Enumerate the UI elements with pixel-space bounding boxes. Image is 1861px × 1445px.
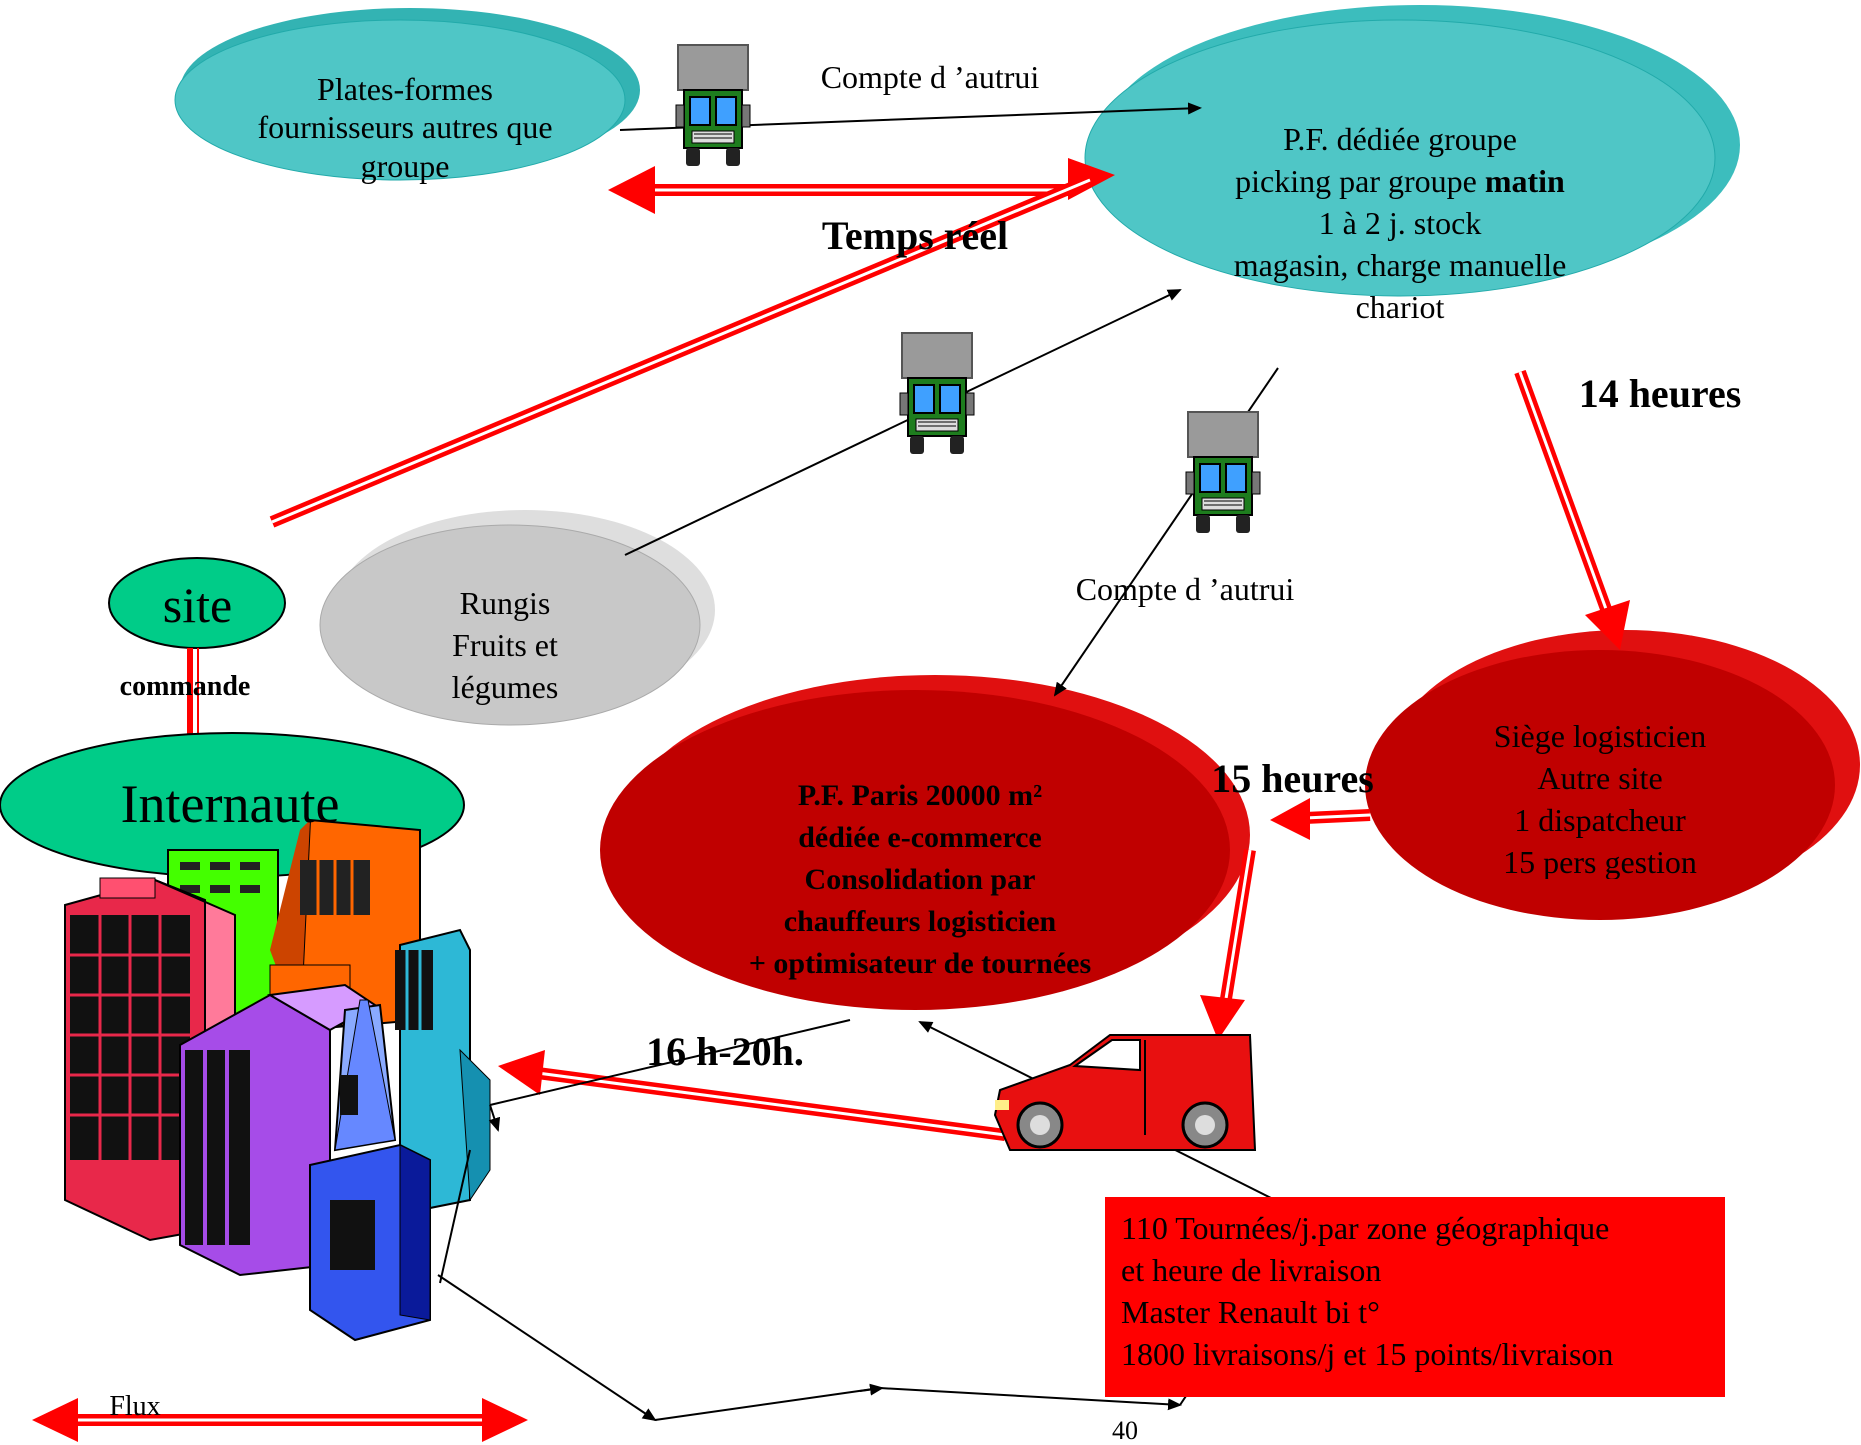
rungis-label: Rungis Fruits et légumes <box>451 585 559 705</box>
internaute-label: Internaute <box>120 774 340 834</box>
delivery-line-2: et heure de livraison <box>1121 1252 1382 1288</box>
green-truck-icon-top <box>675 44 751 167</box>
flux-label: Flux <box>109 1391 161 1422</box>
group-platform-line-1: P.F. dédiée groupe <box>1283 121 1517 157</box>
seize-vingt-label: 16 h-20h. <box>646 1029 804 1074</box>
group-platform-line-5: chariot <box>1355 289 1445 325</box>
supplier-platforms-label: Plates-formes fournisseurs autres que gr… <box>257 71 553 184</box>
compte-autrui-mid-label: Compte d ’autrui <box>1075 571 1295 607</box>
site-label: site <box>162 577 233 633</box>
siege-node <box>1365 630 1860 920</box>
group-platform-line-4: magasin, charge manuelle <box>1233 247 1567 283</box>
compte-autrui-top-label: Compte d ’autrui <box>820 59 1040 95</box>
green-truck-icon-right <box>1185 411 1261 534</box>
page-number: 40 <box>1112 1416 1138 1445</box>
quinze-heures-label: 15 heures <box>1211 756 1374 801</box>
group-platform-label: P.F. dédiée groupe picking par groupe ma… <box>1180 118 1620 328</box>
delivery-line-3: Master Renault bi t° <box>1121 1294 1380 1330</box>
delivery-info-box: 110 Tournées/j.par zone géographique et … <box>1105 1197 1725 1397</box>
paris-platform-node <box>600 675 1250 1010</box>
delivery-line-4: 1800 livraisons/j et 15 points/livraison <box>1121 1336 1614 1372</box>
temps-reel-label: Temps réel <box>821 213 1009 258</box>
supplier-platforms-node <box>174 8 640 181</box>
commande-label: commande <box>119 671 251 702</box>
city-buildings-illustration <box>64 818 491 1342</box>
siege-label: Siège logisticien Autre site 1 dispatche… <box>1493 718 1707 879</box>
delivery-line-1: 110 Tournées/j.par zone géographique <box>1121 1210 1610 1246</box>
red-arrows <box>32 158 1630 1442</box>
rungis-node <box>319 510 715 726</box>
quatorze-heures-label: 14 heures <box>1578 371 1742 416</box>
group-platform-line-3: 1 à 2 j. stock <box>1318 205 1482 241</box>
green-truck-icon-middle <box>899 332 975 455</box>
paris-platform-label: P.F. Paris 20000 m² dédiée e-commerce Co… <box>748 779 1092 980</box>
group-platform-node <box>1084 5 1740 297</box>
red-van-icon <box>993 1034 1257 1151</box>
group-platform-line-2: picking par groupe matin <box>1235 163 1565 199</box>
